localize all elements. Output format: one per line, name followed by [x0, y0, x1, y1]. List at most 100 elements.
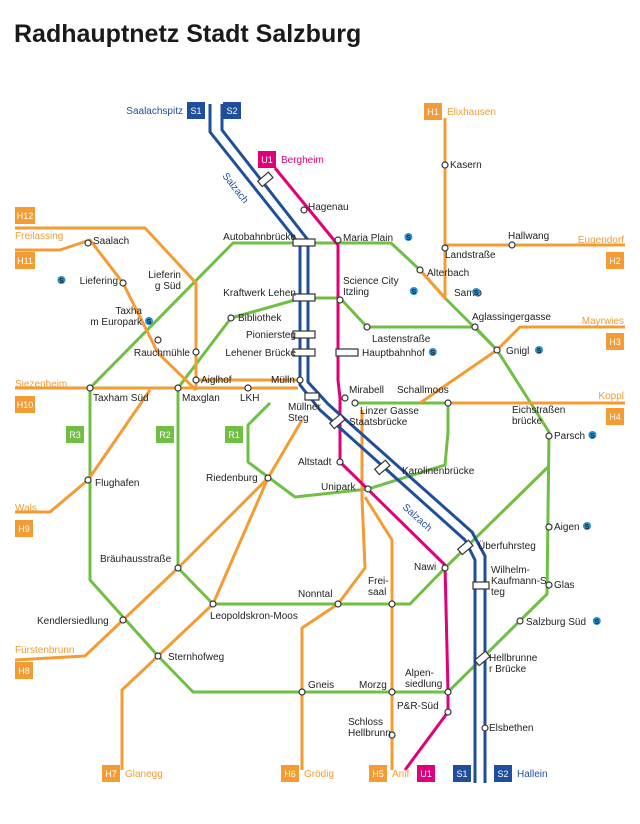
stop-alterbach[interactable] — [416, 266, 424, 274]
stop-maxglan[interactable] — [174, 384, 182, 392]
s-bahn-station-icon: S — [145, 317, 153, 326]
stop-sternhofweg[interactable] — [154, 652, 162, 660]
map-title: Radhauptnetz Stadt Salzburg — [14, 20, 362, 48]
stop-salzburg-sud[interactable] — [516, 617, 524, 625]
bridge-pioniersteg[interactable] — [292, 330, 316, 339]
stop-alpensiedlung[interactable] — [444, 688, 452, 696]
bridge-salzach-north[interactable] — [256, 171, 274, 188]
stop-rauchmuhle[interactable] — [192, 348, 200, 356]
stop-glas[interactable] — [545, 581, 553, 589]
route-badge-label: Wals — [15, 503, 37, 514]
stop-elsbethen[interactable] — [481, 724, 489, 732]
svg-text:S: S — [406, 235, 411, 242]
route-badge-r2[interactable]: R2 — [156, 426, 174, 443]
bridge-mullner-steg[interactable] — [304, 392, 320, 401]
stop-aglassingergasse[interactable] — [471, 323, 479, 331]
stop-schloss-hellbrunn[interactable] — [388, 731, 396, 739]
s-bahn-station-icon: S — [428, 348, 437, 357]
bridge-staatsbrucke[interactable] — [328, 413, 346, 430]
stop-morzg[interactable] — [388, 688, 396, 696]
stop-label-pioniersteg: Pioniersteg — [246, 330, 296, 341]
route-badge-r3[interactable]: R3 — [66, 426, 84, 443]
svg-text:S1: S1 — [456, 769, 467, 779]
stop-lastenstrasse[interactable] — [363, 323, 371, 331]
route-badge-label: Bergheim — [281, 155, 324, 166]
stop-mulln[interactable] — [296, 376, 304, 384]
stop-label-landstrasse: Landstraße — [445, 250, 496, 261]
stop-hagenau[interactable] — [300, 206, 308, 214]
stop-label-nawi: Nawi — [414, 562, 436, 573]
stop-nonntal[interactable] — [334, 600, 342, 608]
stop-mirabell[interactable] — [341, 394, 349, 402]
stop-gneis[interactable] — [298, 688, 306, 696]
stop-nawi[interactable] — [441, 564, 449, 572]
stop-hallwang[interactable] — [508, 241, 516, 249]
bridge-karolinenbrucke[interactable] — [373, 459, 391, 476]
route-badge-label: Grödig — [304, 769, 334, 780]
stop-freisaal[interactable] — [388, 600, 396, 608]
route-badge-u1[interactable]: U1 — [417, 765, 435, 782]
route-badge-h11[interactable]: H11 — [15, 252, 35, 269]
bridge-autobahnbrucke[interactable] — [292, 238, 316, 247]
stop-label-uberfuhrsteg: Überfuhrsteg — [478, 540, 536, 552]
stop-saalach[interactable] — [84, 239, 92, 247]
route-line-h5 — [363, 496, 394, 770]
bridge-hauptbahnhof[interactable] — [335, 348, 359, 357]
stop-taxham-sud[interactable] — [86, 384, 94, 392]
stop-liefering[interactable] — [119, 279, 127, 287]
stop-label-frei-saal: Frei-saal — [368, 576, 389, 598]
stop-aigen[interactable] — [545, 523, 553, 531]
stop-label-leopoldskron-moos: Leopoldskron-Moos — [210, 611, 298, 622]
stop-brauhausstrasse[interactable] — [174, 564, 182, 572]
stop-gnigl[interactable] — [493, 346, 501, 354]
stop-lkh[interactable] — [244, 384, 252, 392]
stop-riedenburg[interactable] — [264, 474, 272, 482]
stop-taxham-europark[interactable] — [154, 336, 162, 344]
bridge-lehener-brucke[interactable] — [292, 348, 316, 357]
stop-kasern[interactable] — [441, 161, 449, 169]
route-badge-label: Eugendorf — [578, 235, 624, 246]
stop-altstadt[interactable] — [336, 458, 344, 466]
bridge-kraftwerk-lehen[interactable] — [292, 293, 316, 302]
stop-bibliothek[interactable] — [227, 314, 235, 322]
stop-linzer-gasse[interactable] — [351, 399, 359, 407]
stop-science-city[interactable] — [336, 296, 344, 304]
route-badge-s2[interactable]: S2 — [223, 102, 241, 119]
stop-label-karolinenbrucke: Karolinenbrücke — [402, 466, 475, 477]
urban-route-magenta — [273, 167, 450, 771]
stop-landstrasse[interactable] — [441, 244, 449, 252]
stop-flughafen[interactable] — [84, 476, 92, 484]
svg-text:H1: H1 — [427, 107, 439, 117]
stop-aiglhof[interactable] — [192, 376, 200, 384]
stop-schallmoos[interactable] — [444, 399, 452, 407]
stop-leopoldskron-moos[interactable] — [209, 600, 217, 608]
svg-text:S2: S2 — [226, 106, 237, 116]
stop-maria-plain[interactable] — [334, 236, 342, 244]
stop-label-rauchmuhle: Rauchmühle — [134, 348, 191, 359]
stop-unipark[interactable] — [364, 485, 372, 493]
bridge-wilhelm-kaufmann-steg[interactable] — [472, 581, 490, 590]
stop-kendlersiedlung[interactable] — [119, 616, 127, 624]
bridge-hellbrunner-brucke[interactable] — [473, 650, 491, 667]
stop-parsch[interactable] — [545, 432, 553, 440]
stop-pr-sud[interactable] — [444, 708, 452, 716]
route-badge-r1[interactable]: R1 — [225, 426, 243, 443]
route-badge-s1[interactable]: S1 — [453, 765, 471, 782]
bridge-uberfuhrsteg[interactable] — [456, 539, 474, 556]
